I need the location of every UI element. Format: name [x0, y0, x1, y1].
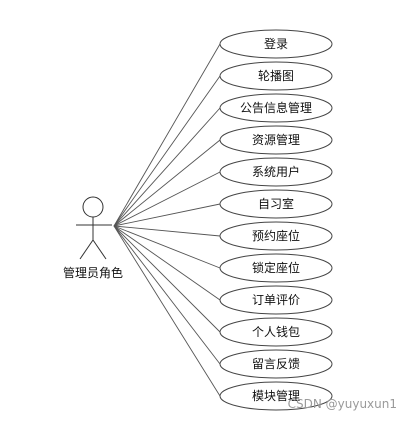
use-case-ellipse — [219, 253, 333, 283]
use-case-label: 预约座位 — [252, 228, 300, 243]
use-case-label: 公告信息管理 — [240, 100, 312, 115]
use-case: 模块管理 — [219, 381, 333, 411]
actor-head — [82, 196, 104, 218]
actor-right-leg — [92, 239, 107, 260]
actor-admin: 管理员角色 — [63, 196, 123, 280]
use-case: 预约座位 — [219, 221, 333, 251]
use-case-label: 资源管理 — [252, 132, 300, 147]
use-case-label: 锁定座位 — [252, 260, 300, 275]
use-case-ellipse — [219, 61, 333, 91]
use-case: 系统用户 — [219, 157, 333, 187]
use-case-ellipse — [219, 285, 333, 315]
association-line — [113, 43, 221, 227]
association-line — [113, 203, 221, 227]
actor-label: 管理员角色 — [63, 265, 123, 280]
association-line — [113, 75, 221, 227]
association-line — [113, 225, 221, 333]
watermark-text: CSDN @yuyuxun1 — [287, 397, 397, 411]
actor-left-leg — [79, 239, 94, 260]
use-case-ellipse — [219, 93, 333, 123]
use-case: 留言反馈 — [219, 349, 333, 379]
use-case-label: 个人钱包 — [252, 324, 300, 339]
use-case-label: 轮播图 — [258, 69, 294, 83]
use-case: 自习室 — [219, 189, 333, 219]
association-line — [113, 225, 221, 397]
use-case: 登录 — [219, 29, 333, 59]
use-case-ellipse — [219, 125, 333, 155]
association-line — [113, 225, 221, 269]
association-line — [113, 225, 221, 237]
use-case-ellipse — [219, 157, 333, 187]
use-case-ellipse — [219, 381, 333, 411]
use-case-label: 自习室 — [258, 196, 294, 211]
association-line — [113, 139, 221, 227]
use-case: 订单评价 — [219, 285, 333, 315]
use-case-ellipse — [219, 317, 333, 347]
use-case-ellipse — [219, 189, 333, 219]
association-lines — [113, 43, 221, 397]
use-case-label: 登录 — [264, 36, 288, 51]
use-case: 个人钱包 — [219, 317, 333, 347]
use-case-label: 订单评价 — [252, 293, 300, 307]
use-case-list: 登录轮播图公告信息管理资源管理系统用户自习室预约座位锁定座位订单评价个人钱包留言… — [219, 29, 333, 411]
association-line — [113, 171, 221, 227]
use-case: 公告信息管理 — [219, 93, 333, 123]
use-case-ellipse — [219, 221, 333, 251]
association-line — [113, 107, 221, 227]
use-case: 资源管理 — [219, 125, 333, 155]
association-line — [113, 225, 221, 365]
association-line — [113, 225, 221, 301]
use-case: 轮播图 — [219, 61, 333, 91]
use-case-label: 留言反馈 — [252, 357, 300, 371]
use-case-label: 模块管理 — [252, 388, 300, 403]
use-case-ellipse — [219, 349, 333, 379]
use-case: 锁定座位 — [219, 253, 333, 283]
use-case-label: 系统用户 — [252, 164, 300, 179]
use-case-ellipse — [219, 29, 333, 59]
